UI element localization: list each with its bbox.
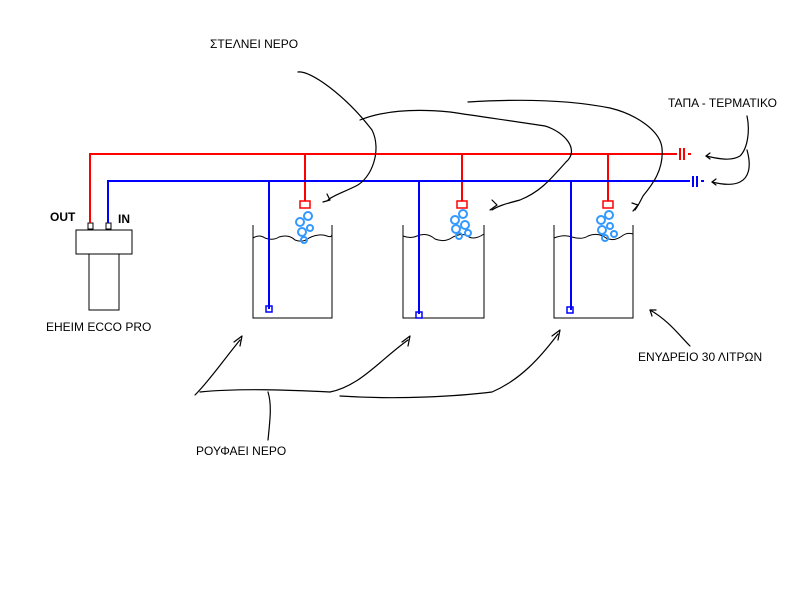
eheim-filter <box>75 222 133 311</box>
bubbles-tank-3 <box>596 210 619 242</box>
arrow-suck-3-head <box>551 329 561 341</box>
arrow-tank <box>649 309 691 347</box>
intake-strainer-1 <box>265 305 273 313</box>
arrow-send-2-head <box>489 199 498 211</box>
arrow-cap-2 <box>711 149 750 185</box>
outlet-nozzle-2 <box>456 200 468 209</box>
arrow-send-3 <box>467 99 663 211</box>
tank-3-waterline <box>553 232 634 241</box>
label-sends-water: ΣΤΕΛΝΕΙ ΝΕΡΟ <box>210 37 299 51</box>
filter-canister <box>88 253 120 311</box>
arrow-suck-from-label <box>267 391 271 441</box>
label-pump: EHEIM ECCO PRO <box>46 320 152 334</box>
tank-2-waterline <box>402 233 485 242</box>
arrow-suck-1-head <box>233 335 243 347</box>
arrow-suck-2 <box>199 339 409 393</box>
bubbles-tank-1 <box>295 211 315 244</box>
intake-strainer-3 <box>566 306 574 314</box>
arrow-suck-2-head <box>401 335 411 347</box>
arrow-suck-3 <box>339 333 559 399</box>
arrow-cap-2-head <box>711 178 717 186</box>
label-out: OUT <box>50 210 76 224</box>
tank-3 <box>553 225 634 319</box>
annotation-arrows <box>194 71 750 441</box>
label-sucks-water: ΡΟΥΦΑΕΙ ΝΕΡΟ <box>196 444 287 458</box>
outlet-nozzle-3 <box>602 200 614 209</box>
tank-1-waterline <box>252 233 333 242</box>
arrow-send-1 <box>297 71 377 201</box>
bubbles <box>295 209 619 244</box>
outflow-pipe <box>89 148 691 223</box>
label-tank: ΕΝΥΔΡΕΙΟ 30 ΛΙΤΡΩΝ <box>638 350 763 364</box>
tank-2 <box>402 225 485 319</box>
arrow-send-1-head <box>322 193 331 203</box>
arrow-cap-1 <box>705 115 749 160</box>
outlet-nozzle-1 <box>299 200 311 209</box>
filter-out-port <box>87 222 94 230</box>
arrow-cap-1-head <box>705 152 711 160</box>
filter-in-port <box>105 222 112 230</box>
arrow-send-2 <box>359 109 573 211</box>
intake-strainer-2 <box>415 311 423 319</box>
tank-1 <box>252 225 333 319</box>
arrow-suck-1 <box>194 339 241 396</box>
intake-pipe <box>107 176 704 319</box>
bubbles-tank-2 <box>450 209 473 240</box>
arrow-send-3-head <box>631 202 639 212</box>
aquarium-tanks <box>252 225 634 319</box>
label-cap-end: ΤΑΠΑ - ΤΕΡΜΑΤΙΚΟ <box>668 96 777 110</box>
arrow-tank-head <box>649 309 657 317</box>
filter-head <box>75 229 133 255</box>
label-in: IN <box>118 212 130 226</box>
